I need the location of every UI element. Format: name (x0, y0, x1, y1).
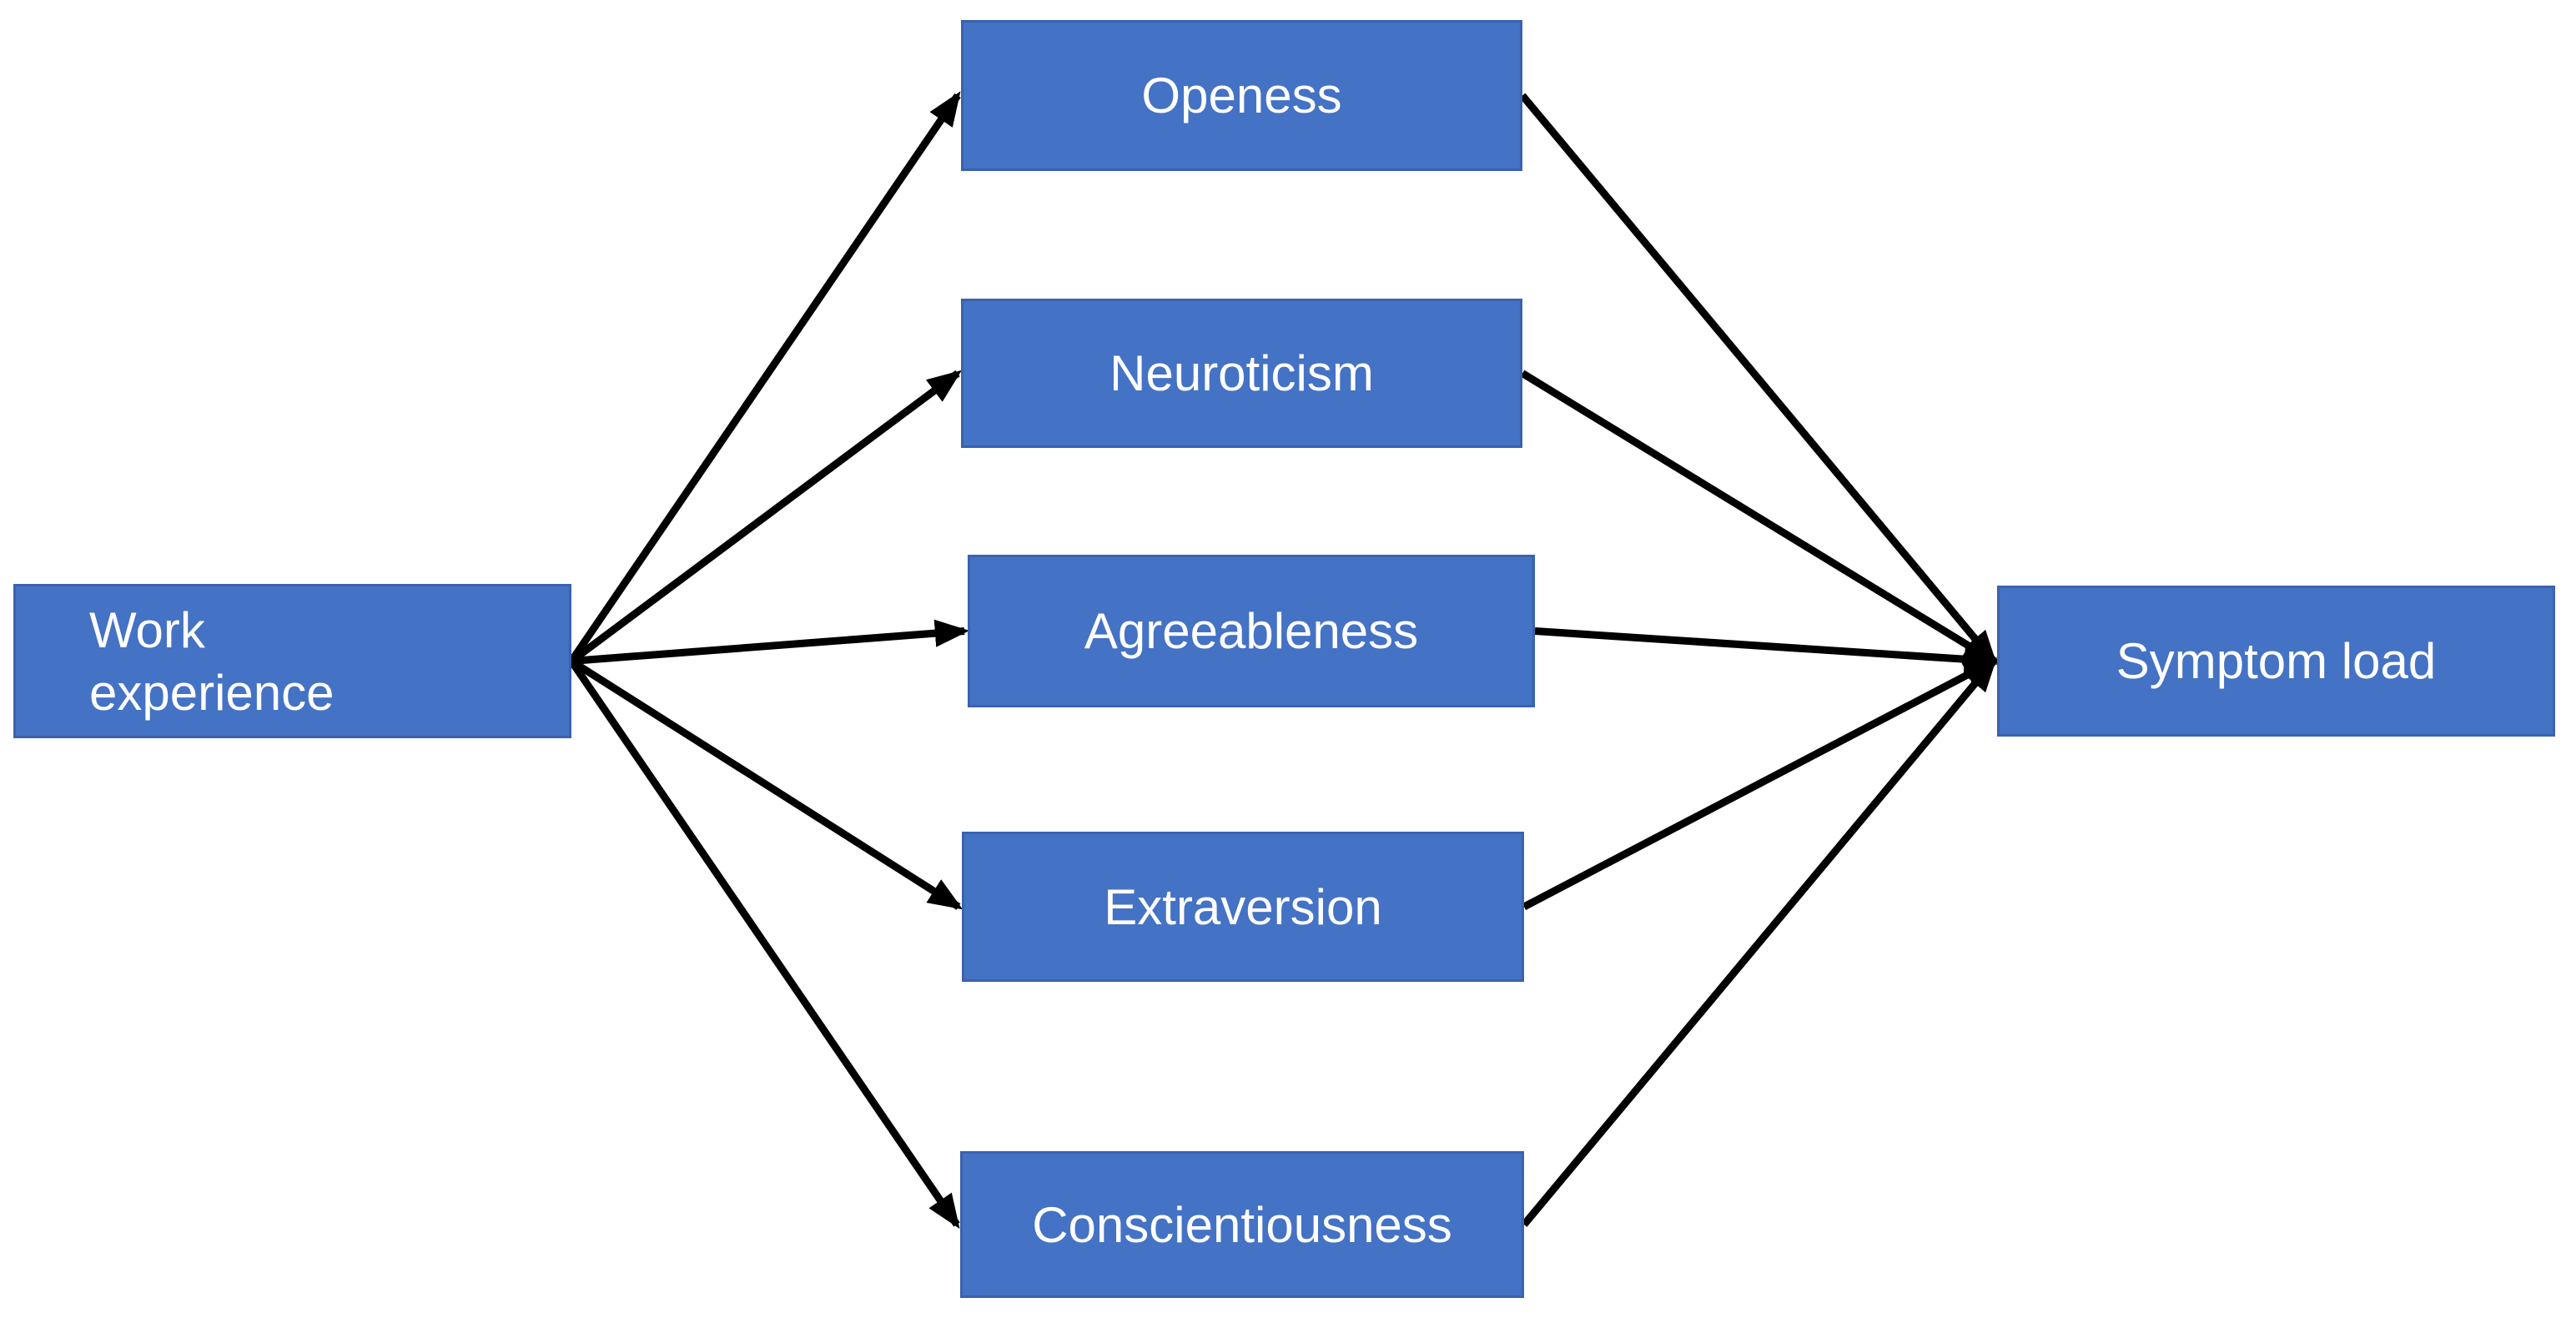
node-extraversion: Extraversion (962, 832, 1524, 982)
arrow-conscientiousness-to-symptom-load (1521, 656, 1997, 1227)
node-symptom-load: Symptom load (1997, 586, 2555, 737)
node-openness-label: Openess (1141, 68, 1342, 123)
arrow-extraversion-to-symptom-load (1522, 657, 1999, 910)
node-work-experience: Work experience (13, 584, 571, 738)
node-agreeableness-label: Agreeableness (1084, 603, 1419, 659)
node-agreeableness: Agreeableness (968, 555, 1535, 707)
node-symptom-load-label: Symptom load (2116, 633, 2437, 689)
node-openness: Openess (961, 20, 1522, 171)
arrow-work-experience-to-agreeableness (571, 619, 970, 665)
arrow-work-experience-to-openness (568, 91, 961, 664)
arrow-work-experience-to-conscientiousness (568, 658, 960, 1230)
node-neuroticism-label: Neuroticism (1109, 345, 1374, 401)
arrow-openness-to-symptom-load (1519, 93, 1997, 666)
node-work-experience-label: Work experience (89, 601, 335, 721)
node-conscientiousness-label: Conscientiousness (1032, 1196, 1452, 1253)
node-extraversion-label: Extraversion (1104, 878, 1382, 935)
arrow-work-experience-to-neuroticism (569, 370, 962, 665)
node-conscientiousness: Conscientiousness (960, 1151, 1524, 1298)
arrow-work-experience-to-extraversion (569, 657, 963, 910)
arrow-agreeableness-to-symptom-load (1534, 627, 2000, 673)
node-neuroticism: Neuroticism (961, 299, 1522, 448)
arrow-neuroticism-to-symptom-load (1520, 370, 1999, 665)
